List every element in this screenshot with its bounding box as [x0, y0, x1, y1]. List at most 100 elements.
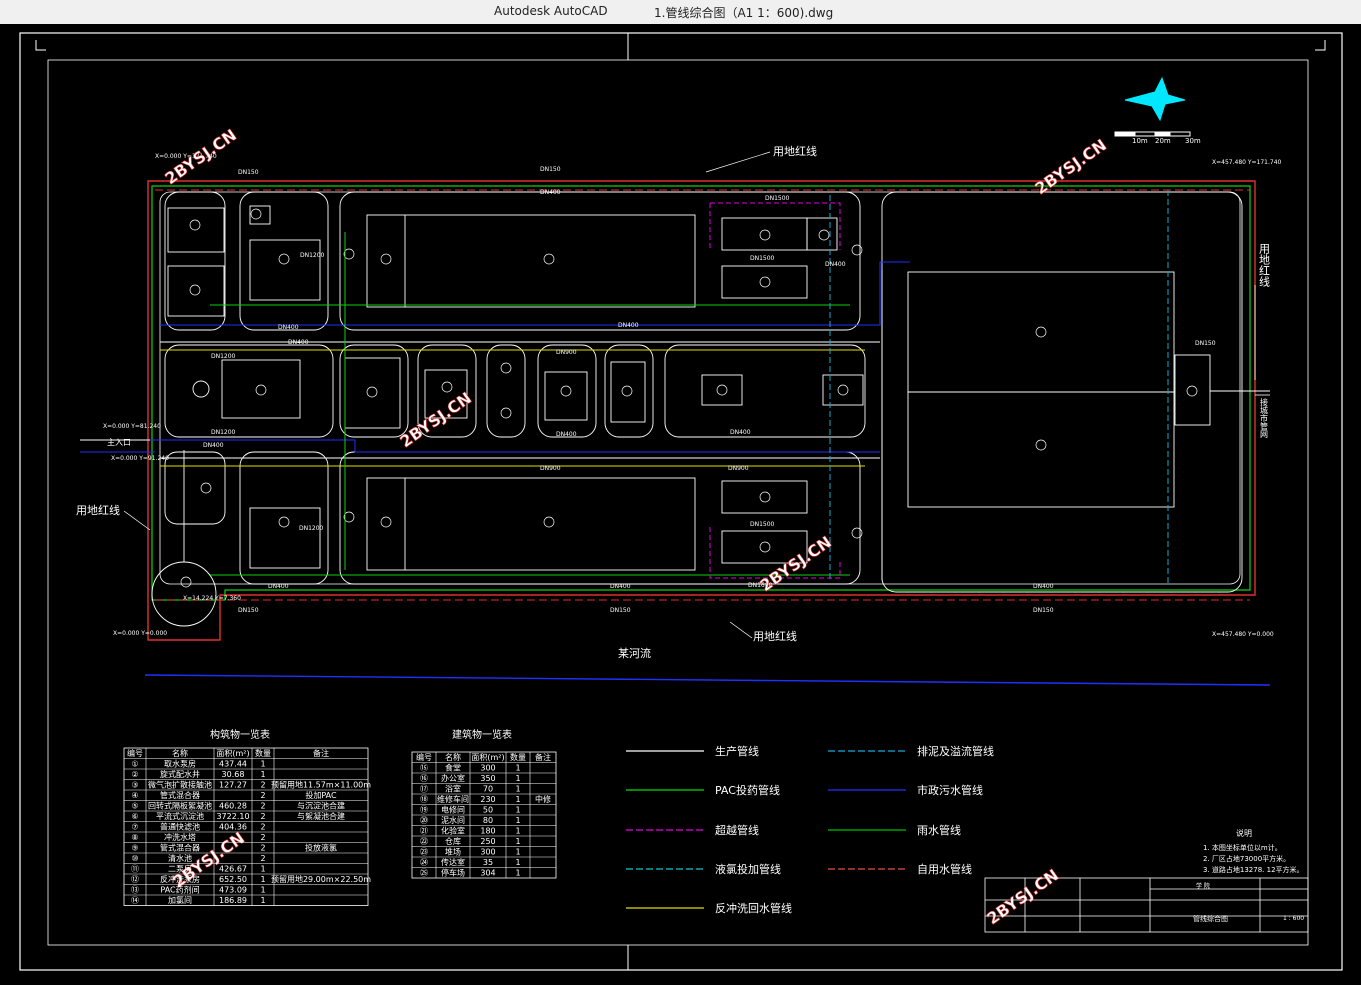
watermark: 2BYSJ.CN [983, 865, 1062, 928]
table-cell: 1 [515, 869, 520, 878]
table-cell: ⑫ [131, 875, 139, 884]
drawing-canvas[interactable]: 10m 20m 30m 用地红线 用地红线 用地红线 用地红线 某河流 主入口 … [0, 24, 1361, 981]
scale-label-30m: 30m [1185, 137, 1201, 145]
table-cell: 旋式配水井 [160, 769, 200, 779]
pipe-label: DN1500 [750, 255, 775, 262]
label-main-entrance: 主入口 [107, 437, 131, 447]
table-cell: 2 [260, 854, 265, 863]
table-cell: 2 [260, 844, 265, 853]
pipe-label: DN400 [288, 339, 309, 346]
scale-label-10m: 10m [1132, 137, 1148, 145]
scale-bar-icon [1114, 131, 1191, 137]
table-cell: 二泵房 [168, 864, 192, 874]
label-city-network: 接城市管网 [1260, 397, 1269, 439]
legend-label: 反冲洗回水管线 [715, 901, 792, 915]
pipe-label: DN900 [540, 465, 561, 472]
table-cell: ⑮ [420, 764, 428, 773]
table-cell: 1 [515, 827, 520, 836]
table-cell: ⑬ [131, 886, 139, 895]
legend-label: 排泥及溢流管线 [917, 744, 994, 758]
table-cell: 中修 [535, 794, 551, 804]
north-arrow-icon [1124, 76, 1186, 122]
table-cell: 460.28 [219, 802, 247, 811]
table-cell: 微气泡扩散接触池 [148, 780, 212, 790]
label-red-line-left: 用地红线 [76, 503, 120, 517]
pipe-label: DN1500 [765, 195, 790, 202]
table-cell: 2 [260, 833, 265, 842]
table-cell: ⑪ [131, 865, 139, 874]
watermark: 2BYSJ.CN [1031, 135, 1110, 198]
table-cell: ① [131, 760, 138, 769]
table-cell: 127.27 [219, 781, 247, 790]
table-cell: 管式混合器 [160, 843, 200, 853]
pipe-label: DN400 [825, 261, 846, 268]
table-cell: 仓库 [445, 836, 461, 846]
label-red-line-right: 用地红线 [1258, 243, 1271, 287]
table-cell: 1 [260, 896, 265, 905]
table-cell: 与絮凝池合建 [297, 811, 345, 821]
legend-label: 液氯投加管线 [715, 862, 781, 876]
cad-drawing: 10m 20m 30m 用地红线 用地红线 用地红线 用地红线 某河流 主入口 … [19, 32, 1343, 971]
table-header-cell: 面积(m²) [216, 748, 249, 758]
table-header-cell: 数量 [255, 748, 271, 758]
table-cell: ② [131, 770, 138, 779]
table-cell: ⑨ [131, 844, 138, 853]
notes-title: 说明 [1236, 828, 1252, 838]
table-cell: ⑲ [420, 806, 428, 815]
table-cell: 304 [480, 869, 495, 878]
table-cell: 取水泵房 [164, 759, 196, 769]
table-cell: 70 [483, 785, 493, 794]
table-cell: ⑧ [131, 833, 138, 842]
coord-label: X=0.000 Y=81.240 [103, 423, 161, 430]
table-cell: ⑰ [420, 785, 428, 794]
pipe-label: DN1200 [211, 353, 236, 360]
table-header-cell: 名称 [172, 748, 188, 758]
label-red-line-top: 用地红线 [773, 144, 817, 158]
table-cell: 1 [515, 858, 520, 867]
table-cell: 1 [515, 816, 520, 825]
table-cell: 1 [515, 764, 520, 773]
coord-label: X=0.000 Y=171.740 [155, 153, 217, 160]
table-cell: 1 [260, 875, 265, 884]
pipe-label: DN150 [238, 169, 259, 176]
table-cell: ⑱ [420, 795, 428, 804]
pipe-label: DN1600 [748, 582, 773, 589]
table-cell: 1 [515, 774, 520, 783]
table-cell: 30.68 [222, 770, 245, 779]
pipe-label: DN400 [1033, 583, 1054, 590]
table-cell: 食堂 [445, 763, 461, 773]
table-cell: 维修车间 [437, 794, 469, 804]
table-cell: 投放液氯 [305, 843, 337, 853]
table-header-cell: 编号 [127, 748, 143, 758]
label-red-line-bottom: 用地红线 [753, 629, 797, 643]
table-cell: ⑦ [131, 823, 138, 832]
table-cell: ⑯ [420, 774, 428, 783]
table-cell: 1 [260, 760, 265, 769]
table-cell: 与沉淀池合建 [297, 801, 345, 811]
table-cell: PAC药剂间 [160, 885, 199, 895]
table-cell: 3722.10 [216, 812, 249, 821]
table-cell: 回转式隔板絮凝池 [148, 801, 212, 811]
table-cell: 预留用地29.00m×22.50m [271, 874, 371, 884]
table-cell: 1 [260, 865, 265, 874]
table-cell: 350 [480, 774, 495, 783]
legend-label: 生产管线 [715, 744, 759, 758]
pipe-label: DN900 [556, 349, 577, 356]
table-cell: 1 [515, 837, 520, 846]
watermark: 2BYSJ.CN [756, 532, 835, 595]
note-item: 1. 本图坐标单位以m计。 [1203, 843, 1282, 852]
pipe-label: DN400 [268, 583, 289, 590]
table-cell: ⑭ [131, 896, 139, 905]
coord-label: X=14.224 Y=7.360 [183, 595, 241, 602]
table-cell: ⑥ [131, 812, 138, 821]
table-cell: 180 [480, 827, 495, 836]
table-cell: 1 [515, 785, 520, 794]
pipe-label: DN400 [203, 442, 224, 449]
table-cell: 80 [483, 816, 493, 825]
buildings-table-title: 建筑物一览表 [452, 728, 512, 741]
coord-label: X=457.480 Y=171.740 [1212, 159, 1282, 166]
legend-label: 自用水管线 [917, 862, 972, 876]
table-cell: 2 [260, 791, 265, 800]
table-cell: ⑩ [131, 854, 138, 863]
